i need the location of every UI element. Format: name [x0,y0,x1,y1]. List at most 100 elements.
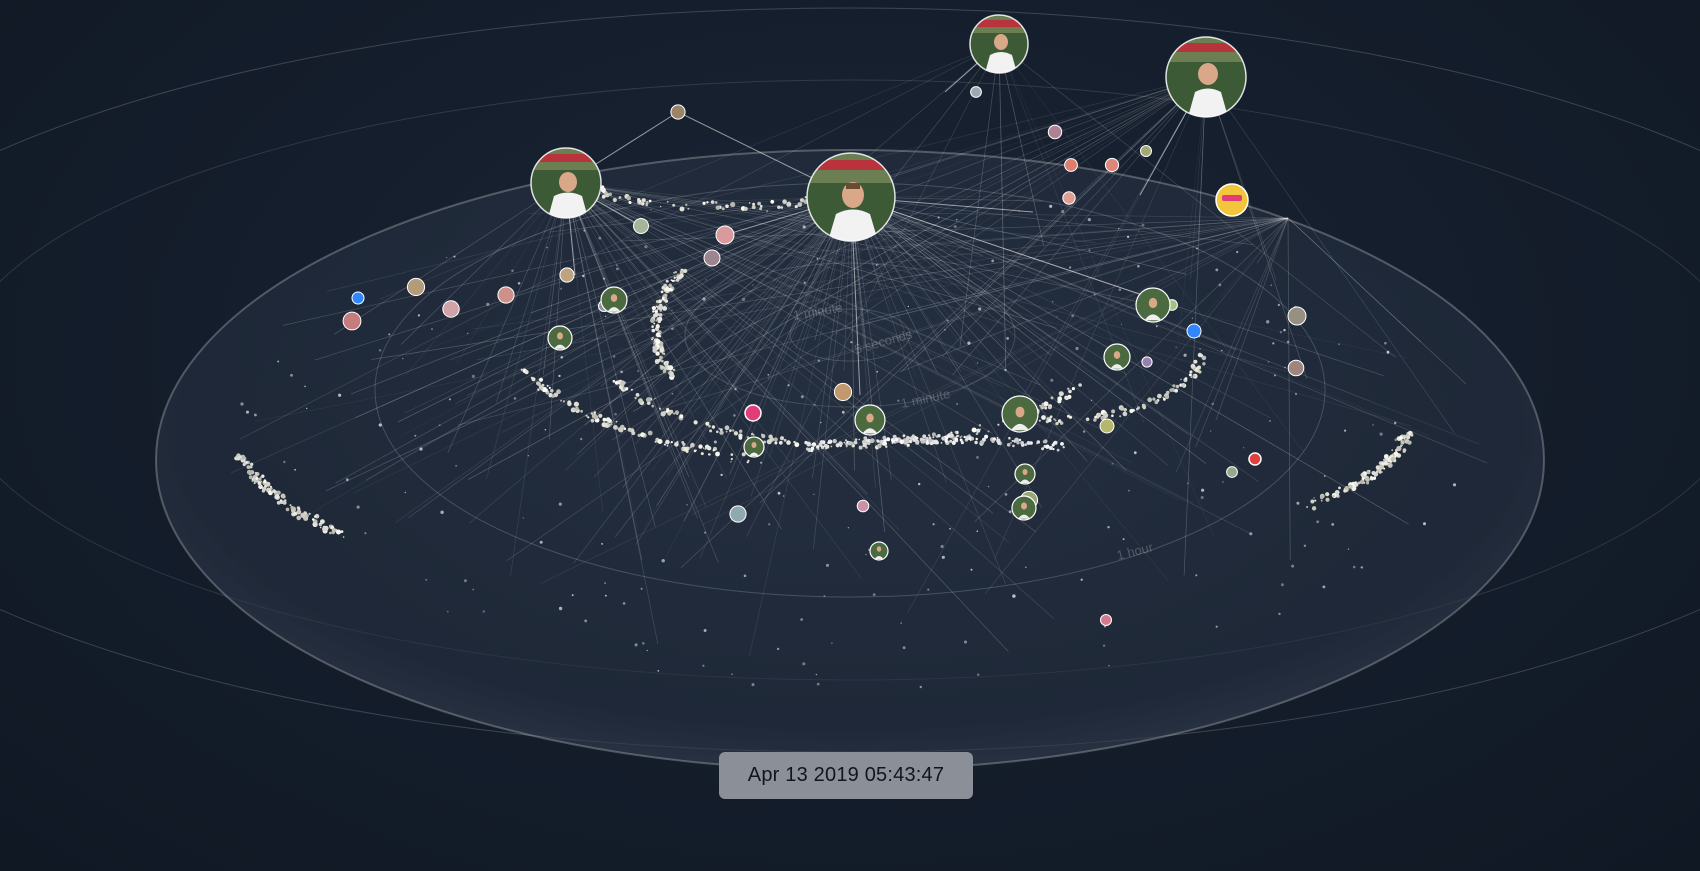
particle-dot [777,205,781,209]
small-avatar[interactable] [1047,124,1063,140]
particle-dot [1320,495,1324,500]
small-avatar[interactable] [715,225,735,245]
small-avatar[interactable] [670,104,686,120]
small-avatar[interactable] [833,382,853,402]
particle-dot [1042,440,1046,444]
particle-dot [1122,538,1125,541]
small-avatar[interactable] [1140,145,1152,157]
medium-profile-node[interactable] [854,404,886,436]
particle-dot [652,348,657,353]
particle-dot [1384,462,1386,465]
small-avatar[interactable] [1064,158,1078,172]
small-avatar[interactable] [1141,356,1153,368]
edge-line [1113,217,1289,423]
particle-dot [1036,442,1038,445]
small-avatar[interactable] [729,505,747,523]
particle-dot [1071,387,1075,391]
particle-dot [1061,210,1065,214]
particle-dot [417,314,420,317]
small-avatar[interactable] [342,311,362,331]
particle-dot [255,477,259,480]
pink-avatar[interactable] [744,404,762,422]
edge-line [565,182,868,495]
particle-dot [683,446,689,452]
particle-dot [641,198,646,203]
particle-dot [951,440,956,445]
medium-profile-node[interactable] [869,541,889,561]
particle-dot [794,442,800,448]
particle-dot [761,433,763,436]
particle-dot [582,274,585,278]
medium-profile-node[interactable] [743,436,765,458]
edge-line [565,182,1194,504]
particle-dot [1283,328,1286,332]
blue-avatar-2[interactable] [1186,323,1202,339]
particle-dot [1132,409,1135,412]
top-profile-photo-2[interactable] [1165,36,1247,118]
particle-dot [1384,341,1387,345]
particle-dot [733,431,739,436]
medium-profile-node[interactable] [1001,395,1039,433]
small-avatar[interactable] [1099,418,1115,434]
red-avatar[interactable] [1248,452,1262,466]
yellow-avatar[interactable] [1215,183,1249,217]
small-avatar[interactable] [1100,614,1112,626]
central-profile-photo[interactable] [806,152,896,242]
particle-dot [614,412,617,416]
particle-dot [345,478,349,482]
small-avatar[interactable] [1226,466,1238,478]
particle-dot [804,196,807,199]
medium-profile-node[interactable] [1103,343,1131,371]
medium-profile-nodes[interactable] [547,286,1171,561]
edge-line [255,217,1289,422]
small-avatar[interactable] [633,218,649,234]
particle-dot [1403,438,1406,441]
particle-dot [752,202,755,206]
small-avatar[interactable] [497,286,515,304]
edge-line [1178,76,1207,342]
small-avatar[interactable] [442,300,460,318]
particle-dot [919,685,922,689]
small-avatar[interactable] [1287,359,1305,377]
particle-dot [544,428,547,431]
particle-dot [991,439,995,443]
particle-dot [1118,288,1122,292]
medium-profile-node[interactable] [1011,495,1037,521]
particle-dot [662,306,668,311]
particle-dot [712,449,715,452]
particle-dot [709,429,713,433]
small-avatar[interactable] [703,249,721,267]
particle-dot [724,425,730,431]
small-avatar[interactable] [559,267,575,283]
particle-dot [991,259,995,263]
particle-dot [1362,480,1365,482]
blue-avatar[interactable] [351,291,365,305]
left-profile-photo[interactable] [530,147,602,219]
small-avatar[interactable] [1062,191,1076,205]
small-avatar[interactable] [1104,157,1120,173]
particle-dot [612,379,616,383]
top-profile-photo-1[interactable] [969,14,1029,74]
particle-dot [971,427,977,433]
particle-dot [1196,247,1199,250]
small-avatar[interactable] [406,277,426,297]
particle-dot [1055,421,1059,425]
medium-profile-node[interactable] [600,286,628,314]
small-avatar[interactable] [856,499,870,513]
edge-line [405,182,567,376]
particle-dot [240,454,246,460]
edge-line [1287,217,1467,385]
small-avatar[interactable] [1287,306,1307,326]
particle-dot [960,440,964,444]
medium-profile-node[interactable] [1014,463,1036,485]
particle-dot [560,356,564,359]
particle-dot [761,434,766,439]
particle-dot [1184,377,1188,380]
particle-dot [620,370,623,374]
particle-dot [730,453,734,456]
small-avatar[interactable] [970,86,982,98]
medium-profile-node[interactable] [1135,287,1171,323]
medium-profile-node[interactable] [547,325,573,351]
